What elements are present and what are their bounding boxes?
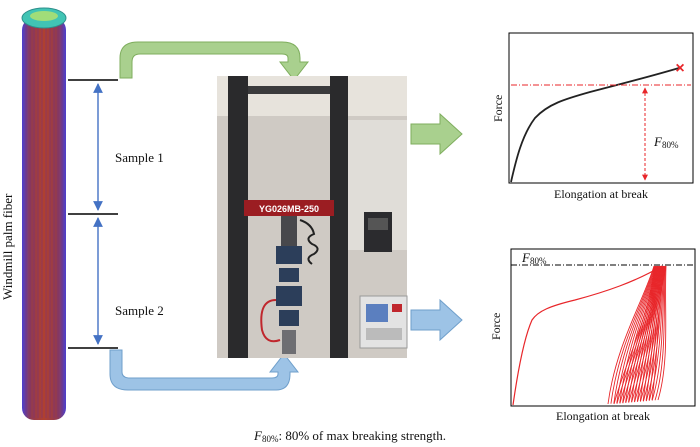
top-chart-frame — [508, 32, 694, 184]
top-force-chart: × F80% — [508, 32, 694, 184]
top-chart-ylabel: Force — [491, 95, 505, 122]
green-curved-arrow — [119, 41, 310, 81]
machine-model-label: YG026MB-250 — [259, 204, 319, 214]
sample1-label: Sample 1 — [115, 150, 164, 165]
blue-right-arrow — [410, 298, 463, 342]
specimen-clamp-1 — [279, 268, 299, 282]
palm-fiber-illustration — [21, 7, 67, 420]
bottom-chart-ylabel: Force — [489, 313, 503, 340]
fiber-strands — [24, 22, 64, 418]
fiber-top-highlight — [30, 11, 58, 21]
cycle-loop — [651, 265, 667, 401]
fiber-label: Windmill palm fiber — [0, 193, 15, 300]
top-force-curve — [510, 67, 680, 183]
bottom-cyclic-loops — [607, 265, 667, 405]
upper-grip — [276, 246, 302, 264]
blue-curved-arrow — [109, 349, 300, 391]
load-cell — [281, 216, 297, 246]
machine-right-column — [330, 76, 348, 358]
controller-display — [368, 218, 388, 230]
machine-crosshead — [244, 200, 334, 216]
cycle-loop — [613, 265, 657, 404]
red-cable — [260, 299, 281, 343]
green-right-arrow — [410, 112, 463, 156]
machine-top-beam — [248, 86, 330, 94]
top-chart-xlabel: Elongation at break — [554, 187, 648, 201]
break-point-marker: × — [675, 60, 684, 77]
photo-wall — [217, 76, 407, 116]
sample-boundaries — [68, 79, 118, 349]
top-threshold-label: F80% — [653, 134, 679, 150]
cycle-loop — [636, 265, 663, 402]
cycle-loop — [633, 265, 662, 402]
cycle-loop — [648, 265, 666, 401]
cycle-loop — [631, 265, 661, 402]
cycle-loop — [610, 265, 656, 404]
cycle-loop — [607, 265, 655, 405]
bottom-cyclic-chart: F80% — [510, 248, 696, 407]
cycle-loop — [645, 265, 665, 401]
machine-left-column — [228, 76, 248, 358]
control-panel-screen — [366, 304, 388, 322]
testing-machine-photo: YG026MB-250 — [217, 76, 408, 358]
lower-fixture — [282, 330, 296, 354]
lower-grip — [279, 310, 299, 326]
control-panel-button — [392, 304, 402, 312]
cycle-loop — [639, 265, 664, 402]
figure-caption: F80%: 80% of max breaking strength. — [253, 428, 446, 444]
coiled-cable — [299, 219, 319, 265]
bottom-chart-xlabel: Elongation at break — [556, 409, 650, 423]
bottom-initial-loading-curve — [512, 265, 663, 406]
bottom-threshold-label: F80% — [521, 250, 547, 266]
sample2-label: Sample 2 — [115, 303, 164, 318]
cycle-loop — [642, 265, 665, 401]
specimen-clamp-2 — [276, 286, 302, 306]
control-panel-keys — [366, 328, 402, 340]
bottom-chart-frame — [510, 248, 696, 407]
